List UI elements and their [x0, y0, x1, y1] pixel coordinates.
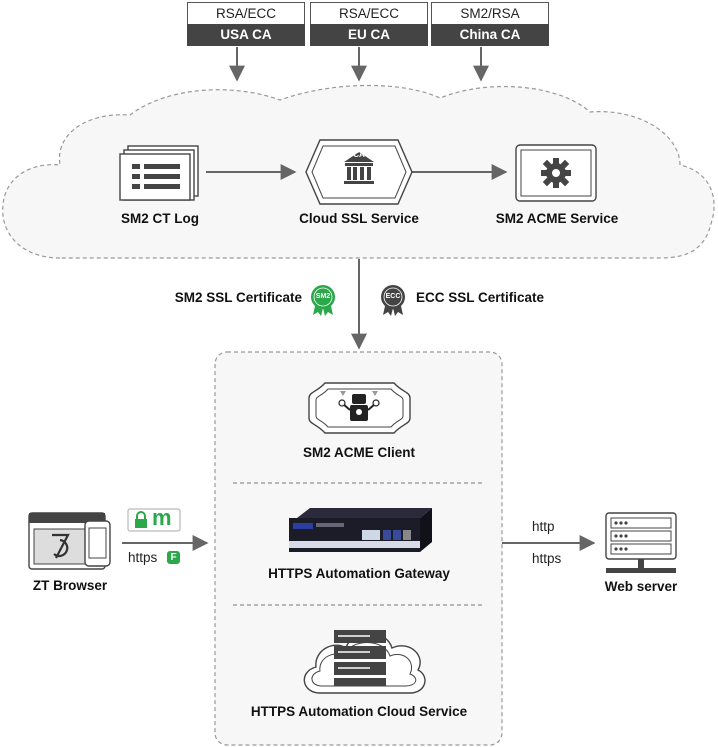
gear-monitor-icon [515, 144, 597, 202]
ca-eu: RSA/ECC EU CA [310, 2, 428, 46]
f-badge-icon [167, 551, 180, 564]
browser-icon [28, 512, 111, 570]
ecc-badge-icon [381, 285, 405, 316]
ecc-cert-label: ECC SSL Certificate [416, 290, 545, 305]
ca-algo: SM2/RSA [431, 2, 549, 24]
browser-label: ZT Browser [32, 578, 108, 593]
robot-icon [308, 382, 411, 434]
f-badge-letter: F [170, 552, 177, 563]
gateway-label: HTTPS Automation Gateway [268, 566, 450, 581]
server-label: Web server [604, 579, 678, 594]
sm2-badge-text: SM2 [315, 293, 331, 300]
ecc-badge-text: ECC [385, 293, 401, 300]
ca-algo: RSA/ECC [187, 2, 305, 24]
acme-client-label: SM2 ACME Client [302, 445, 415, 460]
ct-log-icon [119, 145, 199, 201]
server-https-label: https [532, 551, 562, 566]
ca-name: EU CA [310, 24, 428, 46]
web-server-icon [605, 512, 677, 573]
ca-name: China CA [431, 24, 549, 46]
ca-china: SM2/RSA China CA [431, 2, 549, 46]
m-badge-letter: m [152, 505, 172, 530]
ca-name: USA CA [187, 24, 305, 46]
ct-log-label: SM2 CT Log [121, 211, 199, 226]
server-http-label: http [532, 519, 555, 534]
ca-algo: RSA/ECC [310, 2, 428, 24]
cloud-server-icon [303, 630, 426, 694]
bank-icon [305, 139, 413, 205]
browser-https-label: https [128, 550, 158, 565]
sm2-cert-label: SM2 SSL Certificate [174, 290, 302, 305]
cloud-service-label: HTTPS Automation Cloud Service [250, 704, 468, 719]
acme-service-label: SM2 ACME Service [495, 211, 619, 226]
sm2-badge-icon [311, 285, 335, 316]
ca-badge-text: CA [353, 150, 365, 159]
gateway-appliance-icon [289, 508, 432, 552]
ssl-service-label: Cloud SSL Service [299, 211, 419, 226]
secure-m-badge [127, 508, 181, 532]
ca-usa: RSA/ECC USA CA [187, 2, 305, 46]
